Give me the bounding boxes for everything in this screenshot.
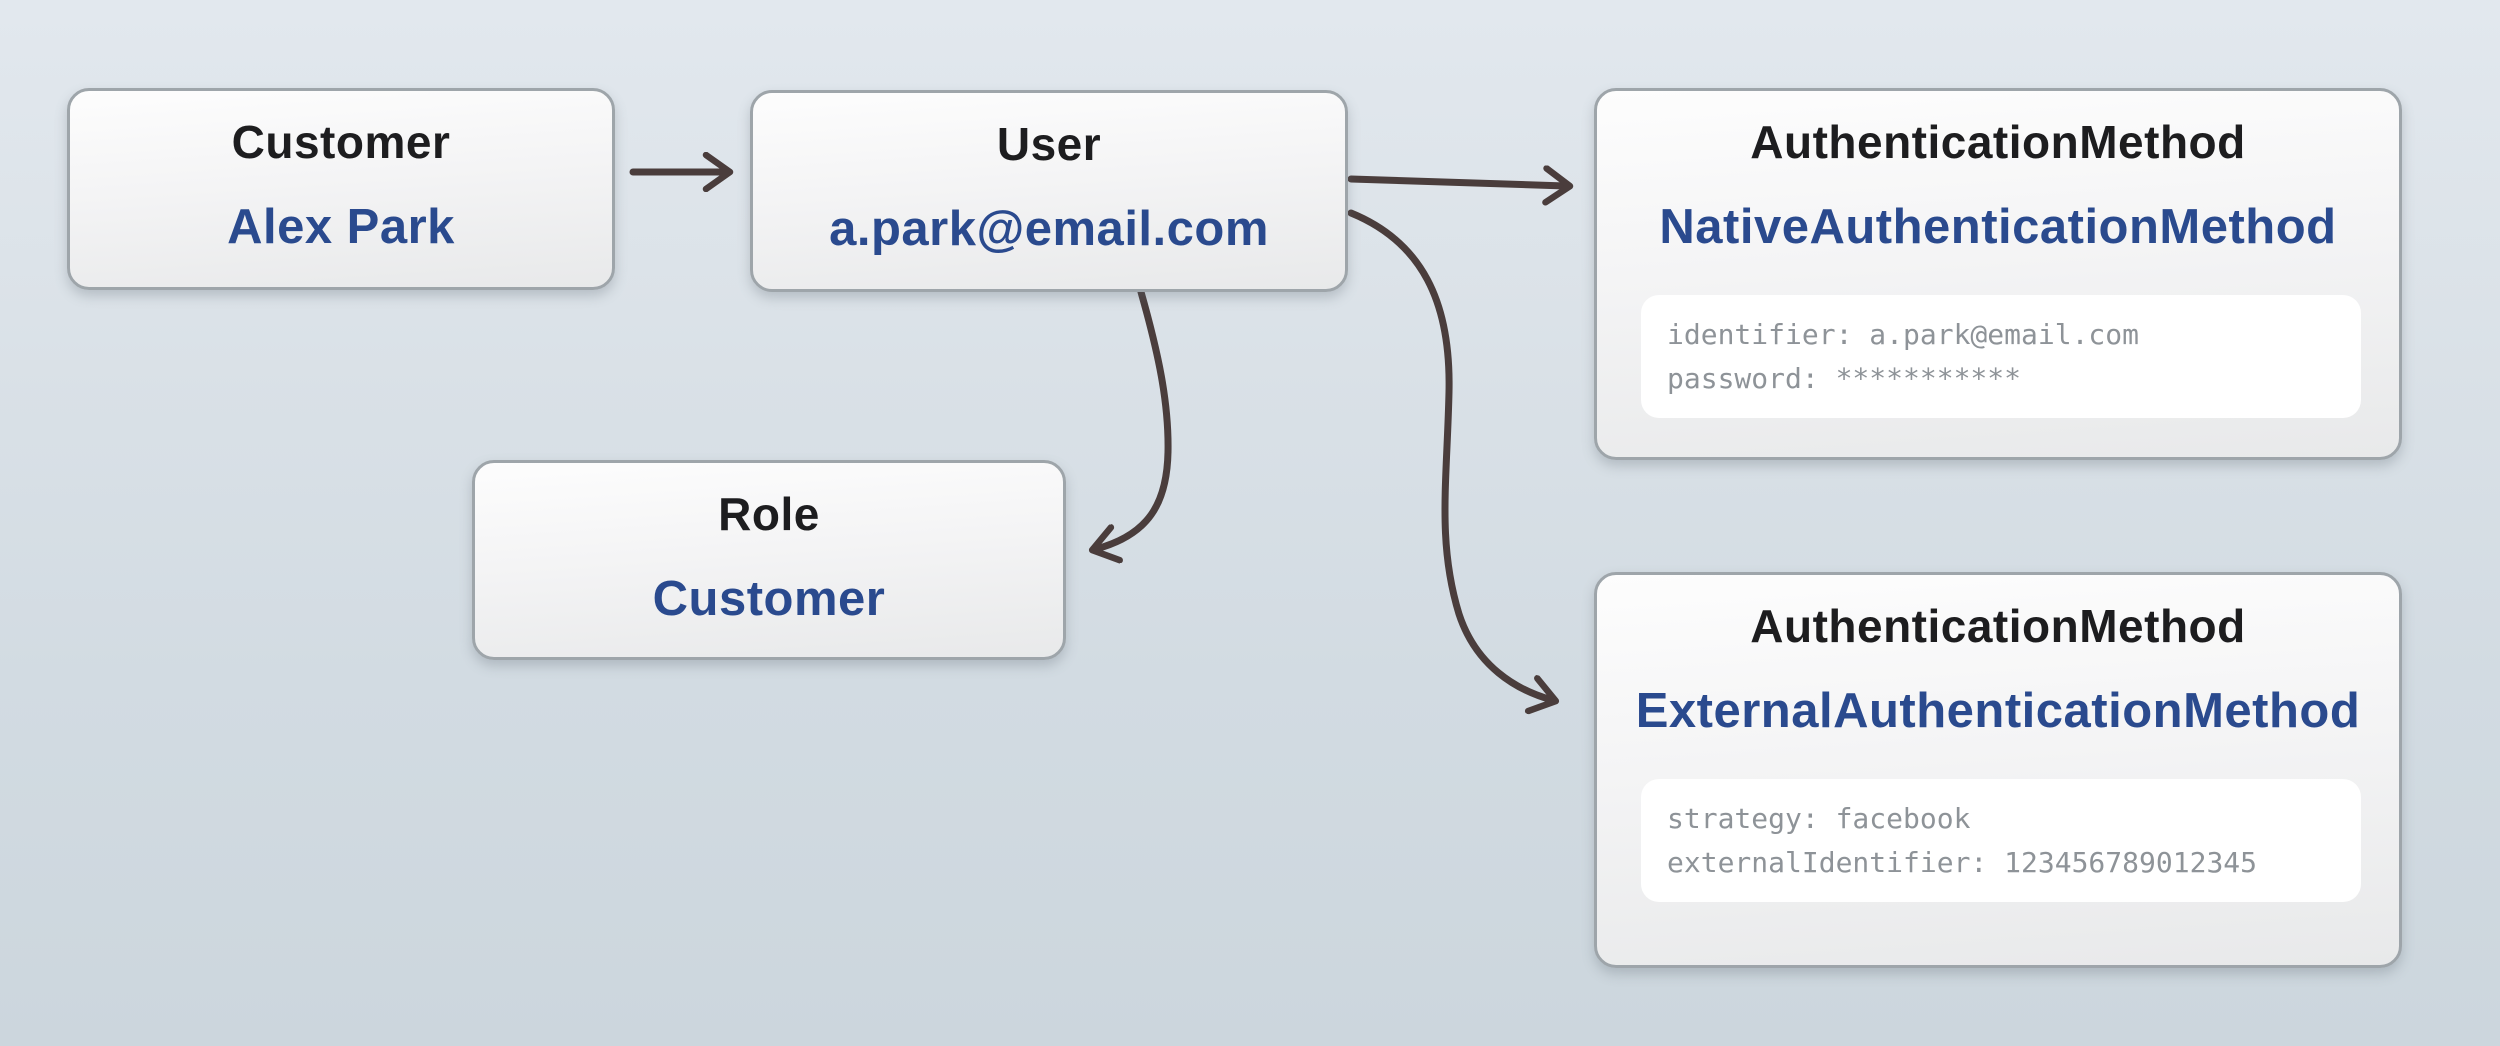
node-authentication-method-native: AuthenticationMethod NativeAuthenticatio… bbox=[1594, 88, 2402, 460]
edge-user-to-external-auth-arrow bbox=[1347, 209, 1552, 700]
attributes-panel: identifier: a.park@email.com password: *… bbox=[1641, 295, 2361, 418]
node-value: Customer bbox=[652, 572, 886, 626]
node-value: Alex Park bbox=[227, 200, 455, 254]
node-value: NativeAuthenticationMethod bbox=[1659, 200, 2337, 254]
attribute-line-strategy: strategy: facebook bbox=[1667, 801, 1971, 835]
node-title: AuthenticationMethod bbox=[1750, 600, 2246, 652]
edge-user-to-native-auth-arrow bbox=[1347, 179, 1566, 186]
attribute-line-password: password: *********** bbox=[1667, 361, 2022, 395]
node-title: User bbox=[996, 118, 1102, 170]
node-value: a.park@email.com bbox=[829, 202, 1269, 256]
node-user: User a.park@email.com bbox=[750, 90, 1348, 292]
attribute-line-identifier: identifier: a.park@email.com bbox=[1667, 317, 2140, 351]
node-authentication-method-external: AuthenticationMethod ExternalAuthenticat… bbox=[1594, 572, 2402, 968]
node-title: AuthenticationMethod bbox=[1750, 116, 2246, 168]
node-title: Role bbox=[718, 488, 820, 540]
node-value: ExternalAuthenticationMethod bbox=[1635, 684, 2361, 738]
node-role: Role Customer bbox=[472, 460, 1066, 660]
edge-user-to-role-arrow bbox=[1096, 288, 1172, 549]
node-customer: Customer Alex Park bbox=[67, 88, 615, 290]
attribute-line-external-identifier: externalIdentifier: 123456789012345 bbox=[1667, 845, 2258, 879]
attributes-panel: strategy: facebook externalIdentifier: 1… bbox=[1641, 779, 2361, 902]
node-title: Customer bbox=[231, 116, 451, 168]
